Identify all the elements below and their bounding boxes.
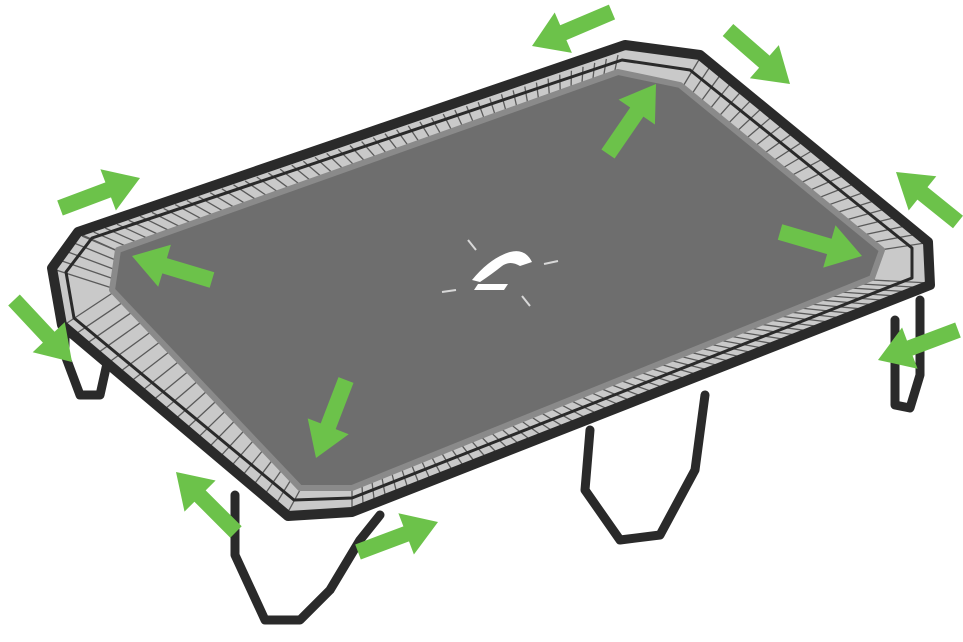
top-center-arrow-icon: [532, 5, 615, 53]
top-left-outer-arrow-icon: [57, 169, 140, 215]
top-right-outer-arrow-icon: [723, 24, 790, 84]
